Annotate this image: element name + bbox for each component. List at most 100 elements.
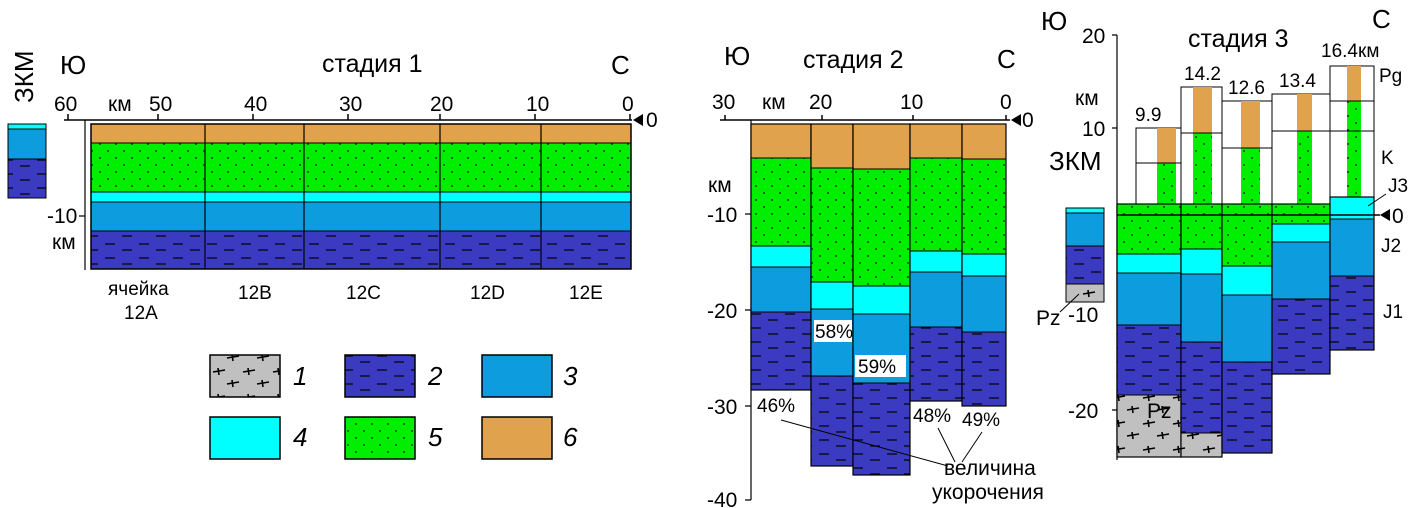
legend-num-3: 3 (563, 361, 578, 391)
s2c5-layer-6 (962, 124, 1006, 159)
s2c1-boundaries (751, 157, 811, 313)
s2c5-boundaries (962, 158, 1006, 333)
pct-46: 46% (757, 396, 795, 417)
stage3-pz-bottom-label: Pz (1147, 400, 1172, 423)
stage3-km-label: км (1075, 87, 1099, 110)
s3c3-layer-2 (1222, 362, 1272, 453)
stage3-zkm-layer-1 (1065, 283, 1105, 303)
stage1-depth-label: -10 (47, 205, 77, 228)
s3c5-height: 16.4 (1321, 41, 1358, 62)
s2c1-layer-2 (751, 312, 811, 390)
stage3-zkm-layer-3 (1065, 212, 1105, 247)
legend-swatch-1 (209, 354, 281, 398)
stage1-cell-12e: 12E (569, 283, 603, 304)
stage2-panel: стадия 2 Ю С км 30 20 10 0 0 км -10 -20 … (707, 41, 1044, 508)
s3c5-layer-5-top (1347, 101, 1361, 197)
s2c3-layer-2 (853, 383, 910, 475)
pct-49: 49% (962, 410, 1000, 431)
s3c3-layer-3 (1222, 295, 1272, 362)
s2c5-layer-2 (962, 332, 1006, 406)
stage2-column-4 (909, 123, 963, 402)
stage2-depth-unit: км (708, 174, 732, 197)
s2c4-layer-4 (910, 251, 962, 272)
stage2-tick-20: 20 (809, 91, 832, 114)
s2c2-layer-5 (811, 168, 853, 282)
s3c2-layer-2 (1181, 342, 1222, 433)
stage1-layer-3 (91, 202, 631, 231)
stage1-tick-50: 50 (149, 93, 172, 116)
s3c1-layer-5 (1117, 204, 1181, 254)
stage3-ytick-10: 10 (1082, 118, 1105, 141)
stage3-south-label: Ю (1041, 6, 1067, 36)
pct-leader-lines (780, 419, 983, 467)
s3c4-layer-6 (1297, 94, 1312, 131)
stage1-cell-12a-line1: ячейка (108, 279, 169, 300)
legend-swatch-3 (481, 354, 553, 398)
s3c2-boundaries (1181, 132, 1222, 434)
stage3-pz-label: Pz (1036, 307, 1061, 330)
stage1-cell-12b: 12B (238, 283, 272, 304)
stage2-km-label: км (762, 91, 786, 114)
stage3-ytick-neg20: -20 (1068, 400, 1098, 423)
stage1-tick-10: 10 (526, 93, 549, 116)
s3c4-layer-5 (1272, 204, 1330, 224)
s2c2-layer-4 (811, 282, 853, 309)
s2c4-layer-6 (910, 124, 962, 158)
stage1-zkm-layer-3 (7, 128, 47, 160)
layer-k: K (1381, 148, 1394, 169)
s3c2-layer-1 (1181, 433, 1222, 457)
layer-j3-leader (1367, 193, 1387, 207)
s3c1-layer-5-top (1157, 163, 1176, 204)
stage2-depth-ticks (745, 213, 751, 501)
s2c5-frame (961, 123, 1007, 407)
pct-58-bg (814, 320, 852, 342)
stage2-zero-arrow (1011, 114, 1021, 126)
stage2-column-1 (750, 123, 812, 391)
stage1-zkm-layer-4 (7, 123, 47, 130)
stage1-cell-12a-line2: 12A (124, 303, 158, 324)
s3c1-layer-2 (1117, 325, 1181, 395)
s3c4-boundaries (1272, 130, 1330, 300)
pct-58: 58% (815, 322, 853, 343)
stage3-north-label: С (1372, 4, 1391, 34)
s3c3-layer-4 (1222, 266, 1272, 295)
s2c4-layer-2 (910, 327, 962, 401)
stage1-cell-dividers (204, 124, 542, 269)
s3c1-layer-3 (1117, 273, 1181, 325)
s3c2-layer-3 (1181, 274, 1222, 342)
legend: 1 2 3 4 5 6 (209, 354, 578, 460)
stage1-km-label: км (108, 93, 132, 116)
pct-59-bg (855, 355, 906, 377)
stage3-zkm-layer-4 (1065, 207, 1105, 214)
stage3-column-5: 16.4 км (1321, 41, 1379, 351)
stage2-column-5 (961, 123, 1007, 407)
legend-num-6: 6 (563, 422, 578, 452)
stage3-zero-arrow (1380, 209, 1390, 221)
stage1-layer-5 (91, 143, 631, 192)
stage3-ytick-20: 20 (1082, 25, 1105, 48)
s2c3-layer-4 (853, 286, 910, 314)
caption-line1: величина (944, 457, 1036, 480)
stage2-north-label: С (997, 44, 1016, 74)
s3c1-layer-6 (1157, 128, 1176, 163)
stage1-tick-60: 60 (54, 93, 77, 116)
legend-num-1: 1 (293, 361, 307, 391)
stage2-ytick-10: -10 (707, 204, 737, 227)
stage2-south-label: Ю (724, 41, 750, 71)
stage2-column-2 (810, 123, 854, 467)
layer-j2: J2 (1381, 236, 1401, 257)
s3c4-layer-3 (1272, 242, 1330, 299)
s2c1-layer-3 (751, 267, 811, 312)
stage1-depth-unit: км (52, 231, 76, 254)
s3c5-boundaries (1330, 100, 1374, 277)
s2c1-layer-4 (751, 246, 811, 267)
stage3-ytick-neg10: -10 (1068, 304, 1098, 327)
s3c4-height: 13.4 (1279, 71, 1316, 92)
legend-swatch-2 (344, 354, 416, 398)
legend-num-4: 4 (293, 422, 307, 452)
s3c3-layer-5 (1222, 204, 1272, 266)
stage3-panel: Ю С стадия 3 20 км 10 -10 -20 ЗКМ Pz (1036, 4, 1408, 460)
s3c2-layer-5 (1181, 204, 1222, 249)
stage1-tick-0: 0 (622, 93, 634, 116)
s2c2-layer-2 (811, 376, 853, 466)
